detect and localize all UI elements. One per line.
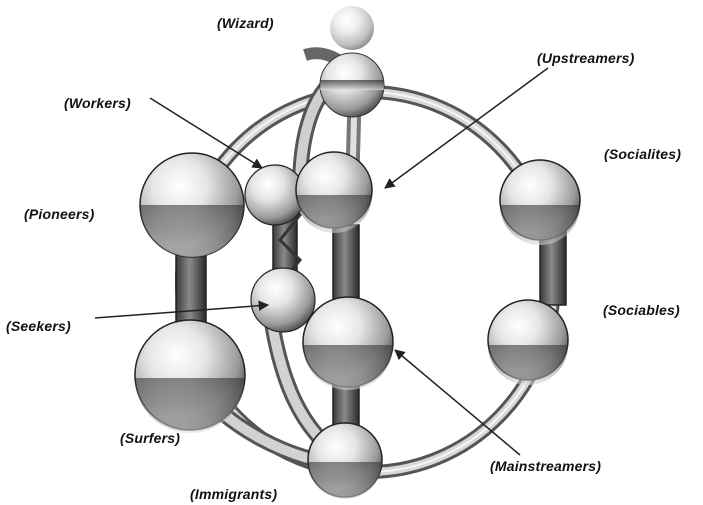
sphere-upstreamers xyxy=(296,152,372,233)
label-upstreamers: (Upstreamers) xyxy=(537,50,635,66)
label-immigrants: (Immigrants) xyxy=(190,486,277,502)
sphere-socialites xyxy=(500,160,580,245)
label-mainstreamers: (Mainstreamers) xyxy=(490,458,601,474)
sphere-sociables xyxy=(488,300,568,385)
label-seekers: (Seekers) xyxy=(6,318,71,334)
label-workers: (Workers) xyxy=(64,95,131,111)
sphere-pioneers xyxy=(140,153,244,257)
sphere-surfers xyxy=(135,320,245,433)
sphere-mainstreamers xyxy=(303,297,393,390)
sphere-seekers xyxy=(251,268,315,332)
label-surfers: (Surfers) xyxy=(120,430,180,446)
label-wizard: (Wizard) xyxy=(217,15,274,31)
sphere-wizard xyxy=(330,6,374,50)
label-socialites: (Socialites) xyxy=(604,146,681,162)
sphere-immigrants xyxy=(308,423,382,499)
label-sociables: (Sociables) xyxy=(603,302,680,318)
label-pioneers: (Pioneers) xyxy=(24,206,94,222)
sphere-upstreamers-top xyxy=(320,53,384,117)
